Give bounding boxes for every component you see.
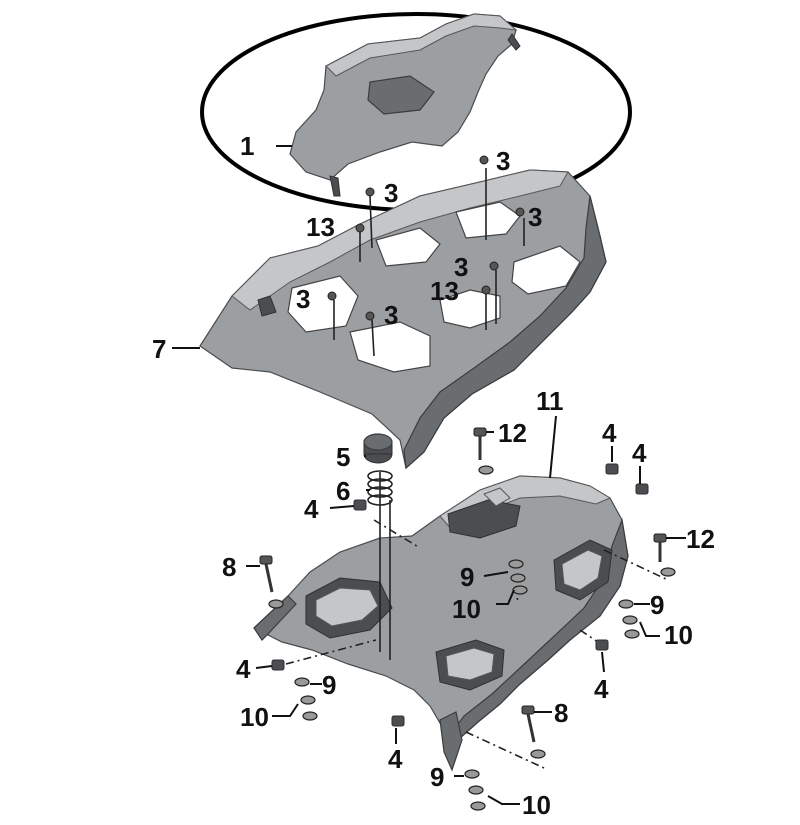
callout-13: 13	[430, 276, 459, 306]
assembly-axes	[285, 168, 669, 769]
part-7-rack	[199, 169, 607, 470]
callout-1: 1	[240, 131, 255, 161]
callout-12: 12	[498, 418, 527, 448]
leader-lines	[172, 145, 686, 805]
callout-3: 3	[384, 300, 399, 330]
callout-9: 9	[322, 670, 337, 700]
callout-6: 6	[336, 476, 351, 506]
callout-4: 4	[388, 744, 403, 774]
part-6-spring	[367, 470, 393, 506]
washers-9-10	[294, 559, 640, 811]
callout-3: 3	[496, 146, 511, 176]
callout-3: 3	[454, 252, 469, 282]
callout-13: 13	[306, 212, 335, 242]
callout-5: 5	[336, 442, 351, 472]
callout-10: 10	[664, 620, 693, 650]
part-11-bracket-base	[252, 475, 629, 772]
callout-9: 9	[650, 590, 665, 620]
bolts-12-8	[259, 427, 676, 759]
clips-4	[271, 463, 649, 727]
callout-8: 8	[222, 552, 237, 582]
callout-4: 4	[602, 418, 617, 448]
screws-3-13	[327, 155, 525, 321]
callout-8: 8	[554, 698, 569, 728]
callout-4: 4	[594, 674, 609, 704]
callout-10: 10	[240, 702, 269, 732]
part-1-cover-plate	[289, 13, 521, 197]
callout-4: 4	[632, 438, 647, 468]
callout-7: 7	[152, 334, 167, 364]
part-5-knob	[363, 433, 393, 464]
callout-10: 10	[452, 594, 481, 624]
callout-9: 9	[460, 562, 475, 592]
callout-4: 4	[236, 654, 251, 684]
callout-11: 11	[536, 386, 564, 416]
callout-3: 3	[384, 178, 399, 208]
callout-12: 12	[686, 524, 715, 554]
callout-3: 3	[296, 284, 311, 314]
callout-4: 4	[304, 494, 319, 524]
callout-9: 9	[430, 762, 445, 792]
callout-10: 10	[522, 790, 551, 820]
callout-3: 3	[528, 202, 543, 232]
